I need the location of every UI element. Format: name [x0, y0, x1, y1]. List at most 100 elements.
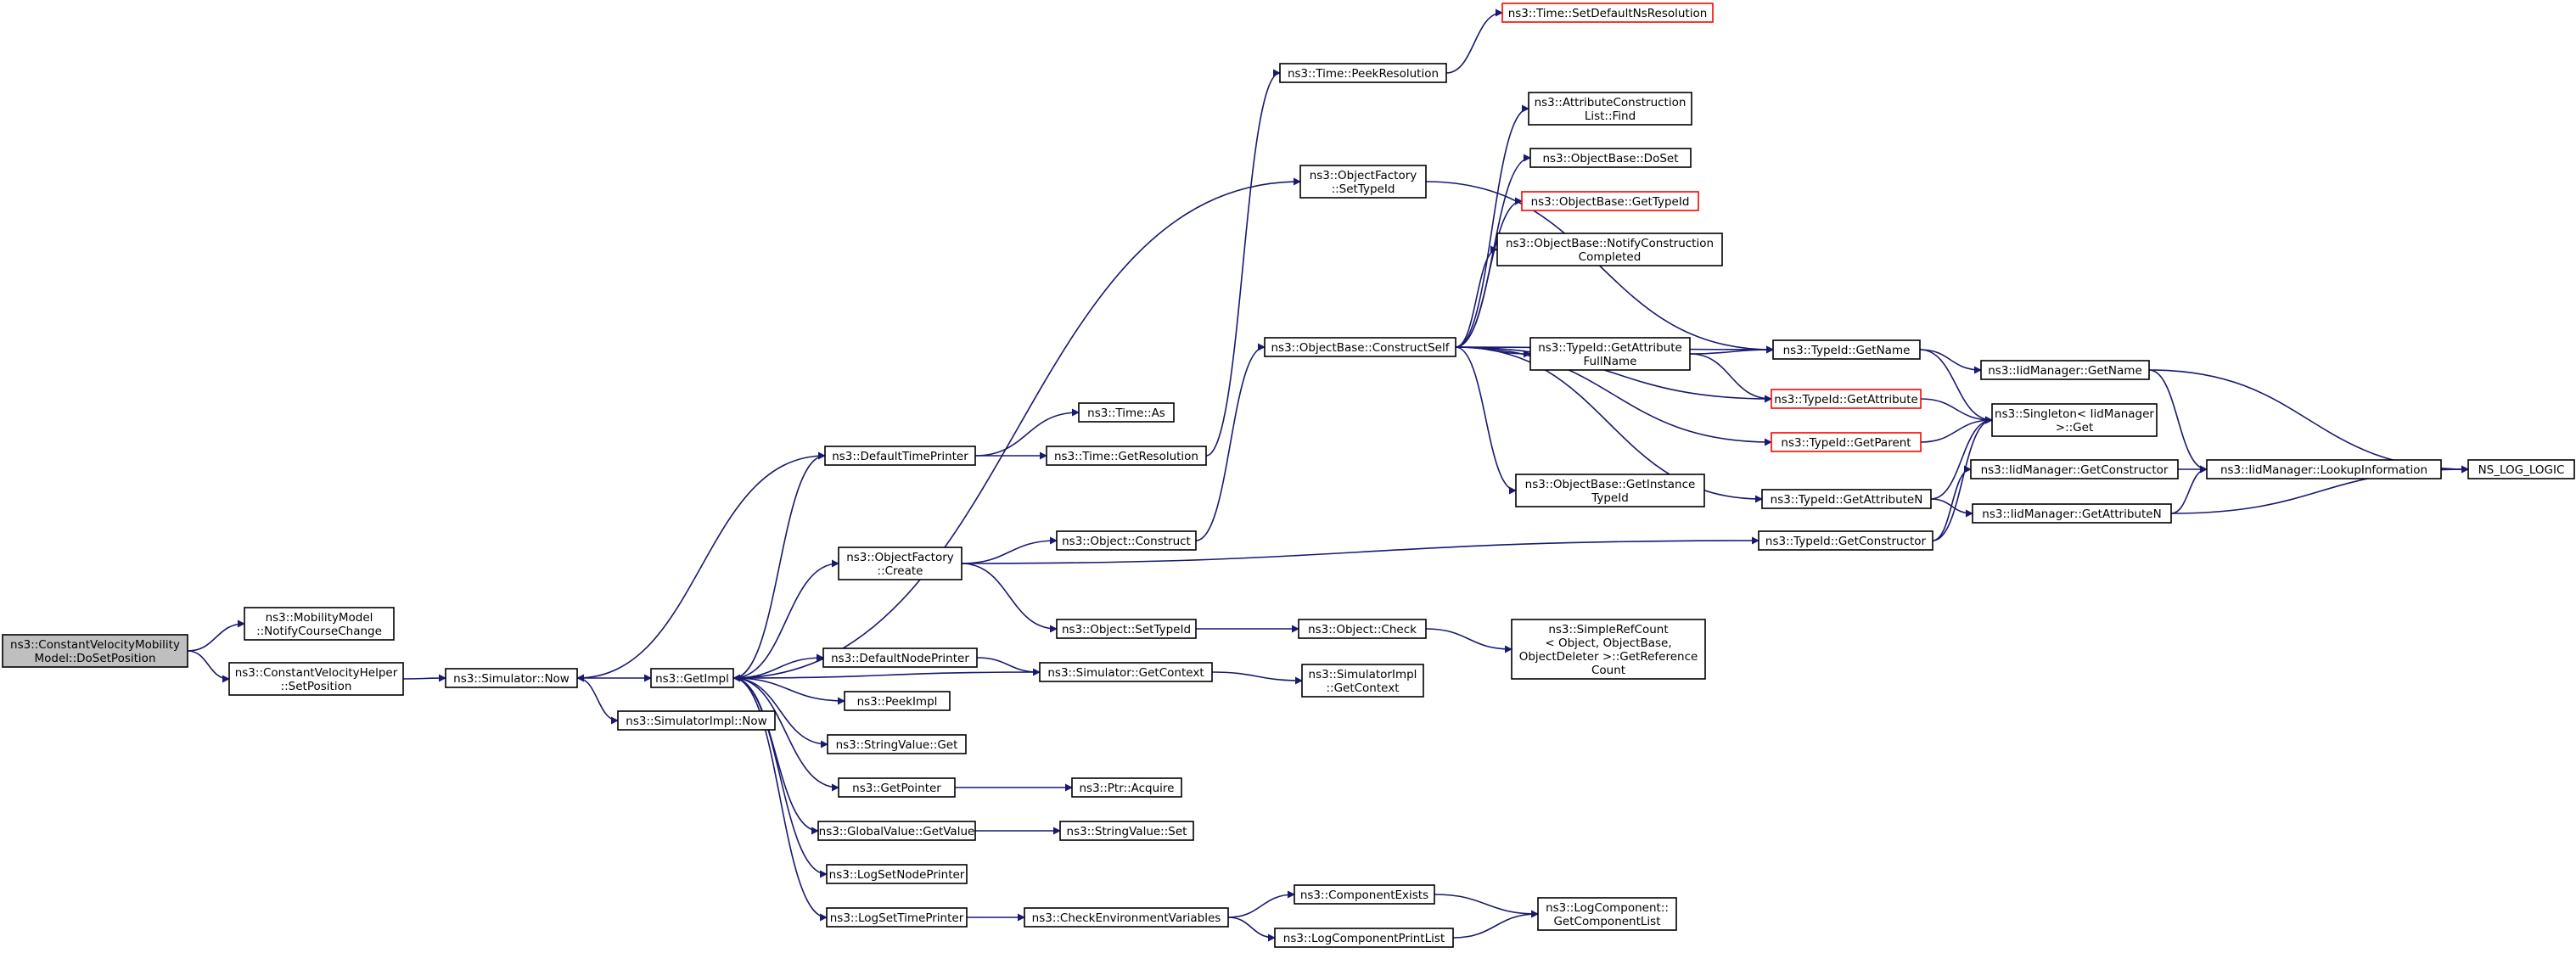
node-ptr-acquire[interactable]: ns3::Ptr::Acquire — [1071, 777, 1182, 798]
node-ns-log-logic[interactable]: NS_LOG_LOGIC — [2467, 459, 2575, 479]
node-label-line: ns3::SimulatorImpl — [1309, 668, 1417, 681]
node-peekimpl[interactable]: ns3::PeekImpl — [844, 691, 951, 711]
node-box — [1274, 928, 1454, 948]
node-object-check[interactable]: ns3::Object::Check — [1298, 619, 1427, 639]
node-simulator-getcontext[interactable]: ns3::Simulator::GetContext — [1039, 662, 1213, 682]
node-iidmanager-getname[interactable]: ns3::IidManager::GetName — [1980, 360, 2150, 380]
edge-simulator_now-to-simulatorimpl_now — [576, 677, 619, 725]
node-box — [1511, 619, 1706, 680]
node-object-settypeid[interactable]: ns3::Object::SetTypeId — [1056, 619, 1197, 639]
node-iidmanager-lookupinformation[interactable]: ns3::IidManager::LookupInformation — [2206, 459, 2442, 479]
node-time-as[interactable]: ns3::Time::As — [1078, 402, 1175, 423]
node-label-line: ns3::Object::Construct — [1062, 535, 1191, 548]
edge-getimpl-to-logsetnodeprinter — [732, 677, 828, 878]
node-objectbase-gettypeid[interactable]: ns3::ObjectBase::GetTypeId — [1521, 191, 1699, 211]
node-box — [1056, 619, 1197, 639]
node-stringvalue-set[interactable]: ns3::StringValue::Set — [1059, 821, 1194, 841]
edge-iidmanager_getname-to-ns_log_logic — [2148, 369, 2469, 474]
edge-objectbase_constructself-to-attrconstructionlist_find — [1455, 104, 1529, 348]
node-box — [1301, 664, 1424, 698]
node-box — [228, 662, 404, 696]
node-defaulttimeprinter[interactable]: ns3::DefaultTimePrinter — [824, 446, 976, 466]
edge-getimpl-to-objectfactory_settypeid — [732, 177, 1301, 679]
node-defaultnodeprinter[interactable]: ns3::DefaultNodePrinter — [822, 647, 978, 668]
node-globalvalue-getvalue[interactable]: ns3::GlobalValue::GetValue — [817, 821, 976, 841]
node-label-line: ::SetPosition — [281, 680, 352, 693]
edge-typeid_getparent-to-singleton_get — [1920, 416, 1993, 443]
edge-getimpl-to-logsettimeprinter — [732, 677, 828, 922]
node-getimpl[interactable]: ns3::GetImpl — [650, 668, 734, 688]
node-label-line: ns3::SimpleRefCount — [1548, 623, 1668, 636]
edge-getimpl-to-defaulttimeprinter — [732, 451, 826, 679]
node-box — [1771, 432, 1922, 452]
edge-objectbase_constructself-to-typeid_getparent — [1455, 346, 1772, 446]
node-cvmm-dosetposition[interactable]: ns3::ConstantVelocityMobilityModel::DoSe… — [2, 634, 188, 668]
node-box — [1071, 777, 1182, 798]
node-label-line: ns3::LogSetNodePrinter — [829, 868, 965, 882]
node-time-getresolution[interactable]: ns3::Time::GetResolution — [1046, 446, 1207, 466]
node-typeid-getattributen[interactable]: ns3::TypeId::GetAttributeN — [1761, 489, 1932, 509]
edge-object_check-to-simplerefcount — [1425, 628, 1512, 653]
node-label-line: ns3::CheckEnvironmentVariables — [1032, 911, 1221, 925]
node-time-peekresolution[interactable]: ns3::Time::PeekResolution — [1279, 63, 1447, 83]
node-simulator-now[interactable]: ns3::Simulator::Now — [445, 668, 578, 688]
node-label-line: ns3::Simulator::Now — [453, 672, 570, 686]
node-label-line: ns3::MobilityModel — [266, 611, 373, 625]
node-logsetnodeprinter[interactable]: ns3::LogSetNodePrinter — [826, 864, 968, 884]
node-logsettimeprinter[interactable]: ns3::LogSetTimePrinter — [826, 907, 968, 928]
node-label-line: ns3::IidManager::GetConstructor — [1981, 463, 2169, 477]
node-box — [1264, 337, 1456, 357]
node-label-line: ns3::SimulatorImpl::Now — [626, 715, 766, 728]
node-label-line: ns3::AttributeConstruction — [1535, 96, 1686, 109]
edge-getimpl-to-peekimpl — [732, 677, 845, 705]
edge-defaultnodeprinter-to-simulator_getcontext — [976, 657, 1041, 676]
node-cvh-setposition[interactable]: ns3::ConstantVelocityHelper::SetPosition — [228, 662, 404, 696]
node-mm-notifycoursechange[interactable]: ns3::MobilityModel::NotifyCourseChange — [244, 607, 395, 641]
node-objectbase-doset[interactable]: ns3::ObjectBase::DoSet — [1529, 148, 1692, 168]
edge-objectbase_constructself-to-objectbase_getinstancetypeid — [1455, 346, 1517, 495]
node-objectbase-notifyconstructioncompleted[interactable]: ns3::ObjectBase::NotifyConstructionCompl… — [1496, 233, 1723, 266]
node-checkenvvars[interactable]: ns3::CheckEnvironmentVariables — [1024, 907, 1229, 928]
edge-typeid_getattributen-to-singleton_get — [1930, 416, 1993, 500]
node-label-line: ns3::TypeId::GetAttribute — [1538, 341, 1682, 355]
node-typeid-getconstructor[interactable]: ns3::TypeId::GetConstructor — [1758, 530, 1933, 551]
node-time-setdefaultnsresolution[interactable]: ns3::Time::SetDefaultNsResolution — [1501, 3, 1714, 23]
edge-logcomponentprintlist-to-logcomponent_getcomponentlist — [1452, 910, 1539, 939]
node-singleton-get[interactable]: ns3::Singleton< IidManager>::Get — [1991, 403, 2158, 437]
node-componentexists[interactable]: ns3::ComponentExists — [1294, 884, 1435, 905]
node-objectfactory-create[interactable]: ns3::ObjectFactory::Create — [838, 547, 962, 580]
node-objectbase-constructself[interactable]: ns3::ObjectBase::ConstructSelf — [1264, 337, 1456, 357]
node-getpointer[interactable]: ns3::GetPointer — [838, 777, 956, 798]
node-object-construct[interactable]: ns3::Object::Construct — [1056, 530, 1197, 551]
node-typeid-getname[interactable]: ns3::TypeId::GetName — [1772, 339, 1921, 360]
node-logcomponentprintlist[interactable]: ns3::LogComponentPrintList — [1274, 928, 1454, 948]
node-box — [1039, 662, 1213, 682]
node-typeid-getattribute[interactable]: ns3::TypeId::GetAttribute — [1771, 389, 1922, 409]
node-objectfactory-settypeid[interactable]: ns3::ObjectFactory::SetTypeId — [1299, 165, 1427, 199]
node-stringvalue-get[interactable]: ns3::StringValue::Get — [827, 734, 967, 754]
edge-time_getresolution-to-time_peekresolution — [1205, 69, 1281, 457]
node-label-line: >::Get — [2056, 421, 2093, 434]
node-iidmanager-getattributen[interactable]: ns3::IidManager::GetAttributeN — [1972, 503, 2172, 524]
node-logcomponent-getcomponentlist[interactable]: ns3::LogComponent::GetComponentList — [1537, 897, 1677, 931]
node-iidmanager-getconstructor[interactable]: ns3::IidManager::GetConstructor — [1970, 459, 2179, 479]
edge-checkenvvars-to-componentexists — [1227, 890, 1295, 918]
edge-componentexists-to-logcomponent_getcomponentlist — [1434, 894, 1539, 918]
node-label-line: TypeId — [1591, 491, 1629, 505]
node-box — [1970, 459, 2179, 479]
node-label-line: Model::DoSetPosition — [34, 652, 155, 665]
node-label-line: ::SetTypeId — [1332, 182, 1395, 196]
node-typeid-getparent[interactable]: ns3::TypeId::GetParent — [1771, 432, 1922, 452]
node-box — [244, 607, 395, 641]
node-simulatorimpl-getcontext[interactable]: ns3::SimulatorImpl::GetContext — [1301, 664, 1424, 698]
edge-objectfactory_create-to-object_construct — [961, 536, 1058, 564]
node-label-line: ns3::ObjectFactory — [1310, 169, 1417, 182]
node-simplerefcount[interactable]: ns3::SimpleRefCount< Object, ObjectBase,… — [1511, 619, 1706, 680]
edge-typeid_getname-to-singleton_get — [1919, 349, 1993, 424]
node-simulatorimpl-now[interactable]: ns3::SimulatorImpl::Now — [617, 710, 776, 731]
edge-checkenvvars-to-logcomponentprintlist — [1227, 917, 1276, 942]
